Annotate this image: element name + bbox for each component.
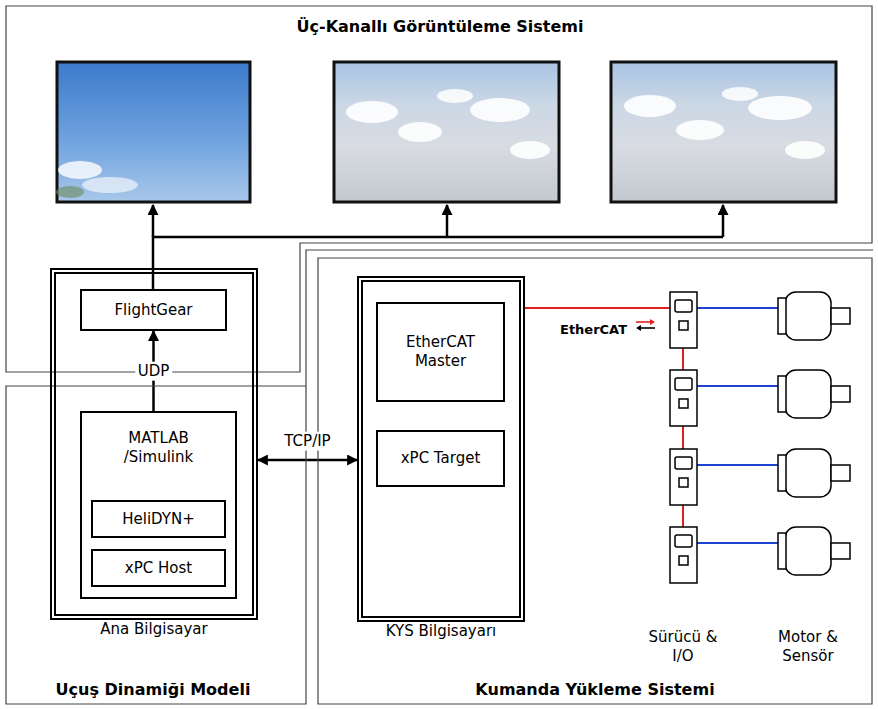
monitor — [56, 62, 250, 202]
driver-units — [670, 292, 697, 583]
connector-arrow — [258, 459, 357, 462]
box-label: HeliDYN+ — [122, 510, 195, 529]
motor-cables — [697, 308, 778, 543]
ethercat-arrows — [636, 319, 655, 331]
software-box: EtherCAT Master — [376, 302, 505, 402]
region-title: Kumanda Yükleme Sistemi — [475, 680, 714, 700]
column-caption: Motor & Sensör — [760, 628, 856, 666]
software-box: MATLAB /SimulinkHeliDYN+ xPC Host — [80, 411, 237, 599]
monitor — [334, 62, 559, 202]
label-patch: TCP/IP — [281, 432, 333, 451]
motor-units — [778, 292, 850, 575]
box-label: MATLAB /Simulink — [111, 429, 206, 467]
module-box: xPC Host — [91, 549, 226, 587]
label-patch: UDP — [135, 362, 173, 381]
column-caption: Sürücü & I/O — [638, 628, 728, 666]
box-label: FlightGear — [114, 301, 192, 320]
region-title: Üç-Kanallı Görüntüleme Sistemi — [297, 17, 584, 37]
computer-box: Ana BilgisayarFlightGearMATLAB /Simulink… — [50, 268, 258, 620]
box-label: xPC Host — [125, 559, 192, 578]
box-caption: KYS Bilgisayarı — [386, 622, 496, 641]
region-title: Uçuş Dinamiği Modeli — [56, 680, 251, 700]
bus-logo: EtherCAT — [560, 322, 640, 338]
box-label: EtherCAT Master — [393, 333, 488, 371]
module-box: HeliDYN+ — [91, 500, 226, 538]
monitor — [611, 62, 836, 202]
computer-box: KYS BilgisayarıEtherCAT MasterxPC Target — [357, 276, 525, 622]
box-caption: Ana Bilgisayar — [100, 620, 207, 639]
software-box: FlightGear — [80, 289, 227, 331]
connector-label: TCP/IP — [284, 432, 330, 451]
box-label: xPC Target — [401, 449, 481, 468]
connector-label: UDP — [138, 362, 170, 381]
software-box: xPC Target — [376, 430, 505, 487]
ethercat-bus — [525, 308, 683, 527]
